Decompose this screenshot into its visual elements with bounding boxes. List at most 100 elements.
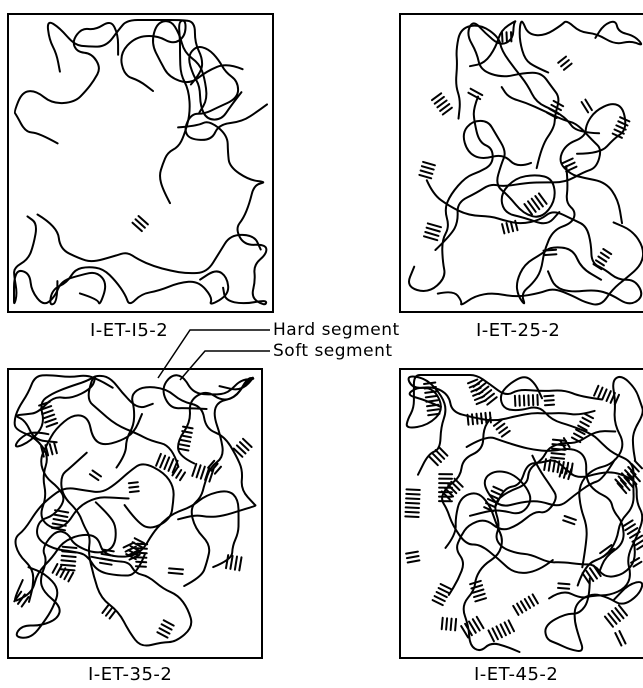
soft-segment-contour (178, 122, 266, 304)
hard-segment-mark (507, 223, 509, 232)
hard-segment-mark (156, 454, 161, 466)
hard-segment-mark (499, 427, 507, 433)
hard-segment-mark (558, 588, 569, 589)
hard-segment-domain (90, 471, 101, 481)
hard-segment-mark (157, 632, 167, 637)
hard-segment-mark (451, 619, 452, 630)
hard-segment-mark (130, 491, 139, 492)
soft-segment-contour (427, 180, 641, 303)
hard-segment-mark (406, 507, 419, 508)
hard-segment-mark (563, 159, 573, 164)
hard-segment-mark (44, 415, 55, 419)
soft-segment-contour (14, 216, 105, 303)
hard-segment-mark (446, 618, 447, 629)
hard-segment-mark (406, 503, 419, 504)
hard-segment-domain (406, 552, 419, 563)
hard-segment-mark (562, 462, 564, 473)
hard-segment-domain (582, 100, 592, 113)
hard-segment-mark (583, 418, 592, 423)
hard-segment-mark (574, 434, 583, 439)
hard-segment-mark (53, 564, 58, 573)
hard-segment-domain (169, 568, 183, 574)
hard-segment-mark (406, 512, 419, 513)
hard-segment-domain (489, 620, 515, 641)
hard-segment-mark (129, 482, 138, 483)
hard-segment-mark (634, 562, 642, 567)
hard-segment-mark (408, 560, 420, 562)
hard-segment-mark (137, 548, 147, 549)
hard-segment-mark (442, 618, 443, 629)
hard-segment-mark (497, 424, 505, 430)
hard-segment-mark (552, 444, 565, 445)
hard-segment-mark (517, 604, 522, 613)
hard-segment-mark (513, 606, 518, 615)
hard-segment-domain (157, 620, 173, 637)
hard-segment-mark (525, 599, 530, 608)
hard-segment-mark (544, 396, 553, 397)
soft-segment-contour (449, 456, 556, 595)
hard-segment-mark (54, 515, 67, 517)
hard-segment-mark (521, 601, 526, 610)
annotation-leaders (158, 330, 270, 380)
hard-segment-mark (515, 396, 516, 406)
hard-segment-mark (226, 555, 228, 568)
hard-segment-mark (493, 628, 498, 639)
hard-segment-domain (494, 420, 510, 437)
hard-segment-mark (64, 570, 69, 579)
hard-segment-domain (524, 193, 546, 214)
soft-segment-contour (61, 453, 191, 646)
hard-segment-mark (544, 250, 557, 251)
hard-segment-mark (471, 585, 482, 588)
hard-segment-mark (137, 544, 147, 545)
hard-segment-mark (563, 520, 574, 524)
hard-segment-domain (544, 396, 554, 406)
hard-segment-mark (169, 459, 174, 471)
soft-segment-contour (438, 222, 643, 304)
hard-segment-domain (424, 223, 441, 240)
hard-segment-mark (565, 516, 576, 520)
panel-frame (8, 14, 273, 312)
soft-segment-contour (121, 21, 189, 203)
hard-segment-mark (169, 573, 183, 574)
hard-segment-domain (405, 489, 420, 517)
hard-segment-domain (419, 162, 435, 178)
hard-segment-domain (515, 395, 538, 406)
hard-segment-mark (62, 556, 76, 557)
hard-segment-mark (426, 396, 437, 398)
hard-segment-mark (181, 436, 191, 438)
hard-segment-mark (505, 622, 510, 633)
hard-segment-mark (52, 528, 65, 530)
panel-label-4: I-ET-45-2 (474, 664, 558, 685)
hard-segment-mark (180, 444, 190, 446)
hard-segment-mark (101, 558, 113, 560)
soft-segment-contour (15, 23, 118, 143)
hard-segment-mark (468, 415, 469, 425)
hard-segment-mark (437, 592, 447, 597)
hard-segment-domain (594, 249, 612, 269)
hard-segment-mark (509, 620, 514, 631)
hard-segment-mark (475, 396, 484, 400)
hard-segment-mark (601, 253, 609, 258)
hard-segment-mark (419, 175, 431, 178)
hard-segment-mark (566, 167, 576, 172)
soft-segment-contour (456, 26, 599, 134)
hard-segment-mark (201, 467, 205, 479)
hard-segment-mark (215, 467, 221, 474)
hard-segment-mark (428, 409, 439, 411)
hard-segment-mark (183, 427, 193, 429)
hard-segment-mark (553, 461, 555, 472)
hard-segment-domain (226, 555, 242, 570)
hard-segment-mark (425, 232, 438, 236)
panel-label-2: I-ET-25-2 (476, 320, 560, 341)
panel-frame (400, 14, 643, 312)
hard-segment-mark (501, 624, 506, 635)
hard-segment-mark (580, 422, 589, 427)
hard-segment-mark (473, 392, 482, 396)
hard-segment-mark (180, 472, 185, 480)
hard-segment-mark (475, 598, 486, 601)
hard-segment-mark (176, 470, 181, 478)
hard-segment-domain (133, 216, 148, 231)
hard-segment-mark (472, 414, 473, 424)
hard-segment-mark (136, 562, 146, 563)
hard-segment-domain (424, 383, 440, 416)
